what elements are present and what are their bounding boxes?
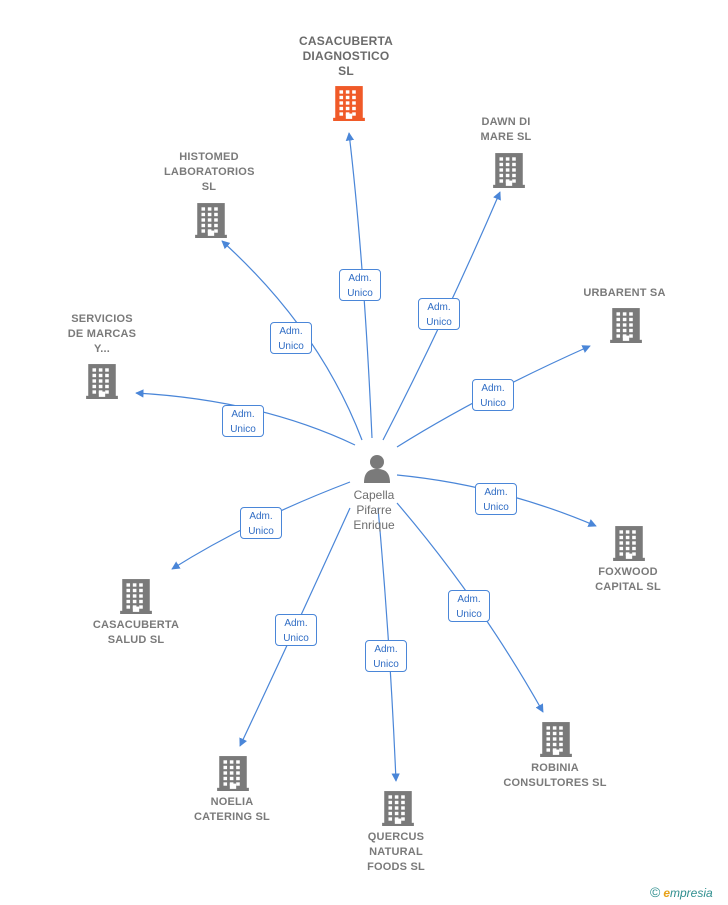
company-name[interactable]: NOELIA CATERING SL [194,796,270,823]
relation-label-quercus: Adm. Unico [365,640,407,672]
company-name[interactable]: QUERCUS NATURAL FOODS SL [367,831,425,873]
relation-label-noelia: Adm. Unico [275,614,317,646]
relation-label-robinia: Adm. Unico [448,590,490,622]
brand-logo: ©empresia [650,884,713,900]
company-name[interactable]: URBARENT SA [583,287,666,299]
building-icon[interactable] [217,755,249,791]
building-icon[interactable] [86,363,118,399]
brand-rest: mpresia [670,886,713,900]
brand-initial: e [663,886,671,900]
relation-label-histomed: Adm. Unico [270,322,312,354]
company-name[interactable]: DAWN DI MARE SL [480,116,532,143]
building-icon[interactable] [613,525,645,561]
building-icon[interactable] [493,152,525,188]
building-icon[interactable] [333,85,365,121]
relation-label-casacuberta-diagnostico: Adm. Unico [339,269,381,301]
building-icon[interactable] [195,202,227,238]
company-name[interactable]: ROBINIA CONSULTORES SL [503,762,607,789]
person-name: Capella Pifarre Enrique [353,488,395,532]
relation-label-urbarent: Adm. Unico [472,379,514,411]
building-icon[interactable] [120,578,152,614]
company-name[interactable]: SERVICIOS DE MARCAS Y... [67,313,137,355]
building-icon[interactable] [382,790,414,826]
company-name[interactable]: FOXWOOD CAPITAL SL [595,566,661,593]
company-name[interactable]: HISTOMED LABORATORIOS SL [164,151,255,193]
person-icon [364,455,390,483]
relation-label-foxwood: Adm. Unico [475,483,517,515]
copyright-symbol: © [650,884,661,900]
relation-label-dawn-di-mare: Adm. Unico [418,298,460,330]
company-name[interactable]: CASACUBERTA SALUD SL [92,619,180,646]
relation-label-casacuberta-salud: Adm. Unico [240,507,282,539]
building-icon[interactable] [610,307,642,343]
company-name[interactable]: CASACUBERTA DIAGNOSTICO SL [299,34,393,78]
building-icon[interactable] [540,721,572,757]
relation-label-servicios-de-marcas: Adm. Unico [222,405,264,437]
